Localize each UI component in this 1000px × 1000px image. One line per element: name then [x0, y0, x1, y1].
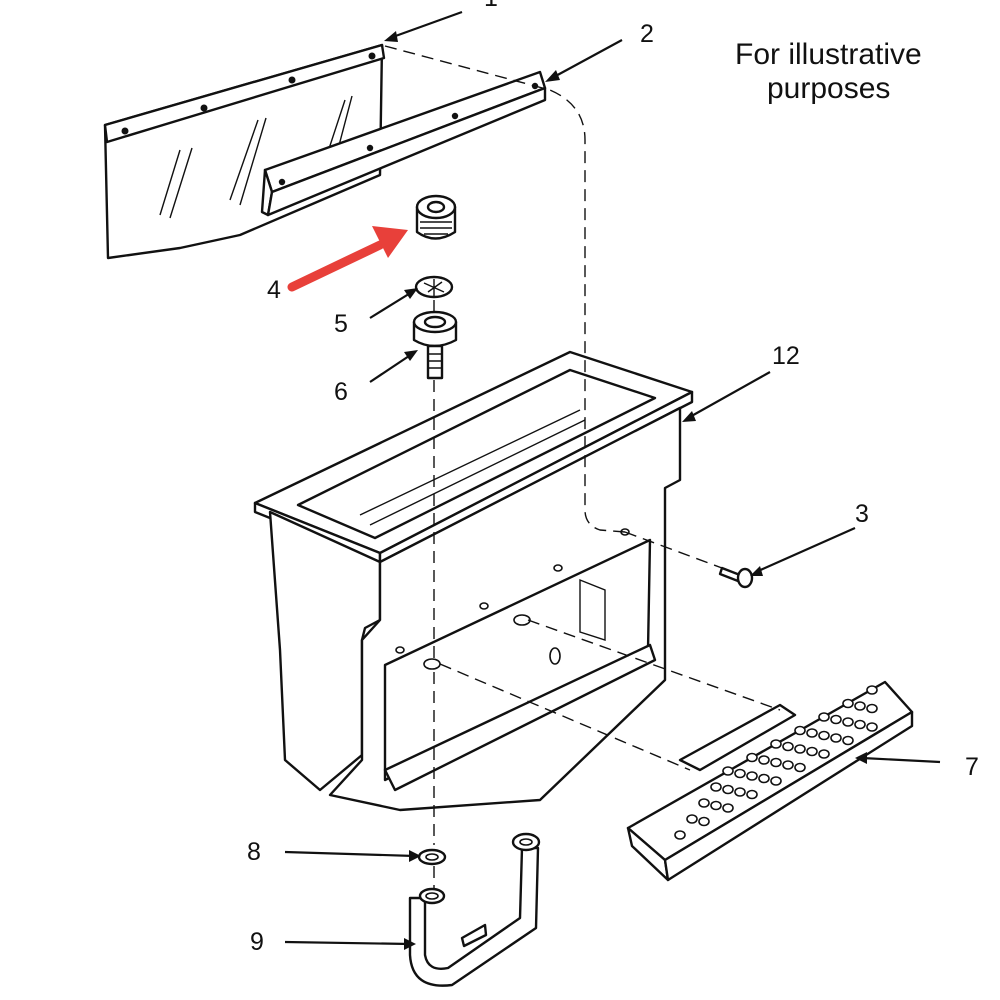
plate-holes [674, 685, 878, 840]
plate-hole [758, 773, 770, 784]
plate-hole [770, 776, 782, 786]
plate-hole [770, 757, 782, 768]
part-2-mounting-strip [260, 70, 547, 217]
callout-6: 6 [334, 378, 348, 406]
assembly-guide-lines [384, 45, 781, 888]
part-5-washer [414, 275, 454, 299]
plate-hole [782, 760, 794, 770]
plate-hole [830, 714, 842, 725]
plate-hole [866, 685, 878, 695]
callout-8: 8 [247, 838, 261, 866]
plate-hole [746, 789, 758, 800]
plate-hole [710, 782, 722, 792]
plate-hole [734, 787, 746, 797]
callout-5: 5 [334, 310, 348, 338]
callout-7: 7 [965, 753, 979, 781]
part-3-screw [718, 566, 754, 589]
part-1-curtain-panel [103, 43, 386, 260]
note-line-1: For illustrative [735, 38, 922, 71]
plate-hole [866, 722, 878, 732]
plate-hole [854, 701, 866, 711]
leader-lines [284, 10, 941, 950]
callout-1: 1 [484, 0, 498, 12]
plate-hole [722, 766, 734, 776]
plate-hole [710, 800, 722, 811]
plate-hole [686, 814, 698, 824]
part-7-perforated-plate [626, 680, 914, 882]
plate-hole [830, 733, 842, 743]
plate-hole [770, 739, 782, 749]
plate-hole [782, 741, 794, 752]
plate-hole [854, 719, 866, 730]
callout-2: 2 [640, 20, 654, 48]
plate-hole [794, 762, 806, 773]
plate-hole [794, 725, 806, 736]
plate-hole [734, 768, 746, 779]
part-4-cap-nut [415, 194, 457, 240]
callout-3: 3 [855, 500, 869, 528]
plate-hole [674, 830, 686, 840]
plate-hole [746, 771, 758, 781]
plate-hole [698, 798, 710, 808]
plate-hole [806, 728, 818, 738]
plate-hole [818, 712, 830, 722]
part-9-drain-pipe [408, 832, 541, 987]
plate-hole [866, 703, 878, 714]
plate-hole [698, 816, 710, 827]
callout-12: 12 [772, 342, 800, 370]
callout-9: 9 [250, 928, 264, 956]
callout-4: 4 [267, 276, 281, 304]
plate-hole [722, 803, 734, 813]
plate-hole [818, 730, 830, 741]
highlight-arrow [287, 226, 408, 292]
callout-labels: 1 2 3 4 5 6 7 8 9 12 [247, 0, 979, 956]
plate-hole [758, 755, 770, 765]
plate-hole [794, 744, 806, 754]
plate-hole [842, 735, 854, 746]
part-6-fitting [412, 310, 458, 380]
plate-hole [818, 749, 830, 759]
part-12-tank [253, 350, 694, 812]
part-8-o-ring [417, 848, 447, 866]
plate-hole [722, 784, 734, 795]
plate-hole [746, 752, 758, 763]
illustrative-note: For illustrative purposes [735, 38, 945, 106]
note-line-2: purposes [767, 72, 891, 105]
plate-hole [842, 698, 854, 709]
plate-hole [842, 717, 854, 727]
plate-hole [806, 746, 818, 757]
